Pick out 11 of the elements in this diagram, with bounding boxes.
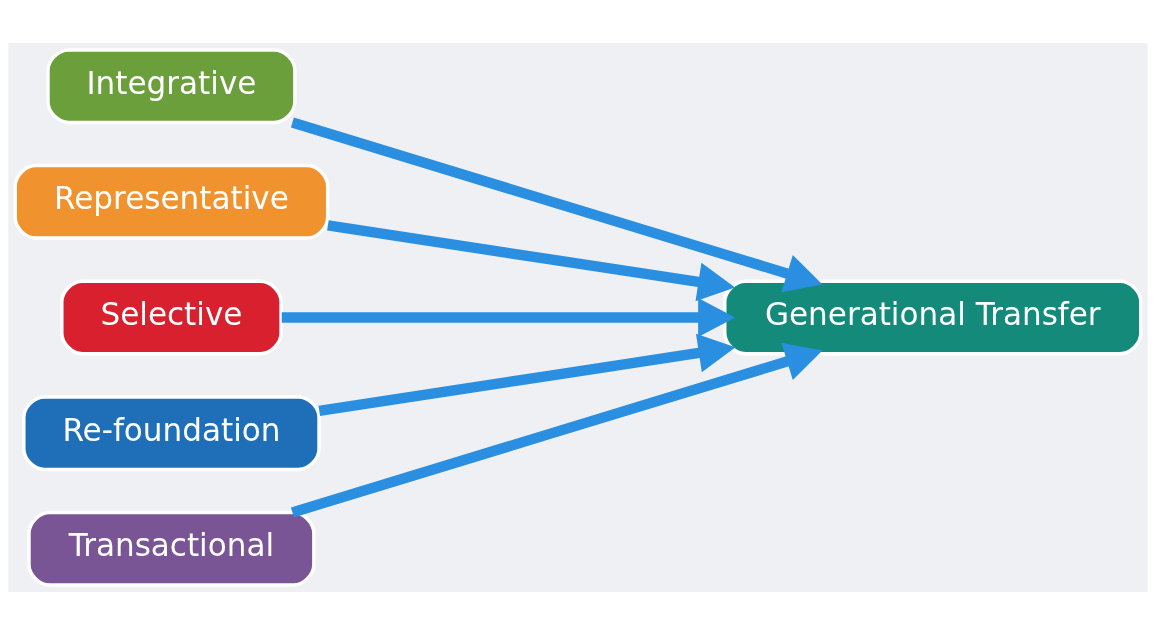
node-box: Representative [13, 163, 330, 240]
node-box: Selective [60, 279, 283, 356]
arrow [318, 333, 736, 416]
arrow [290, 117, 823, 293]
node-box: Re-foundation [22, 395, 321, 472]
node-box: Generational Transfer [723, 279, 1143, 356]
node-box: Integrative [46, 48, 297, 125]
node-box: Transactional [27, 510, 316, 587]
arrow [281, 298, 736, 337]
arrow [327, 220, 736, 302]
arrow [290, 342, 823, 518]
